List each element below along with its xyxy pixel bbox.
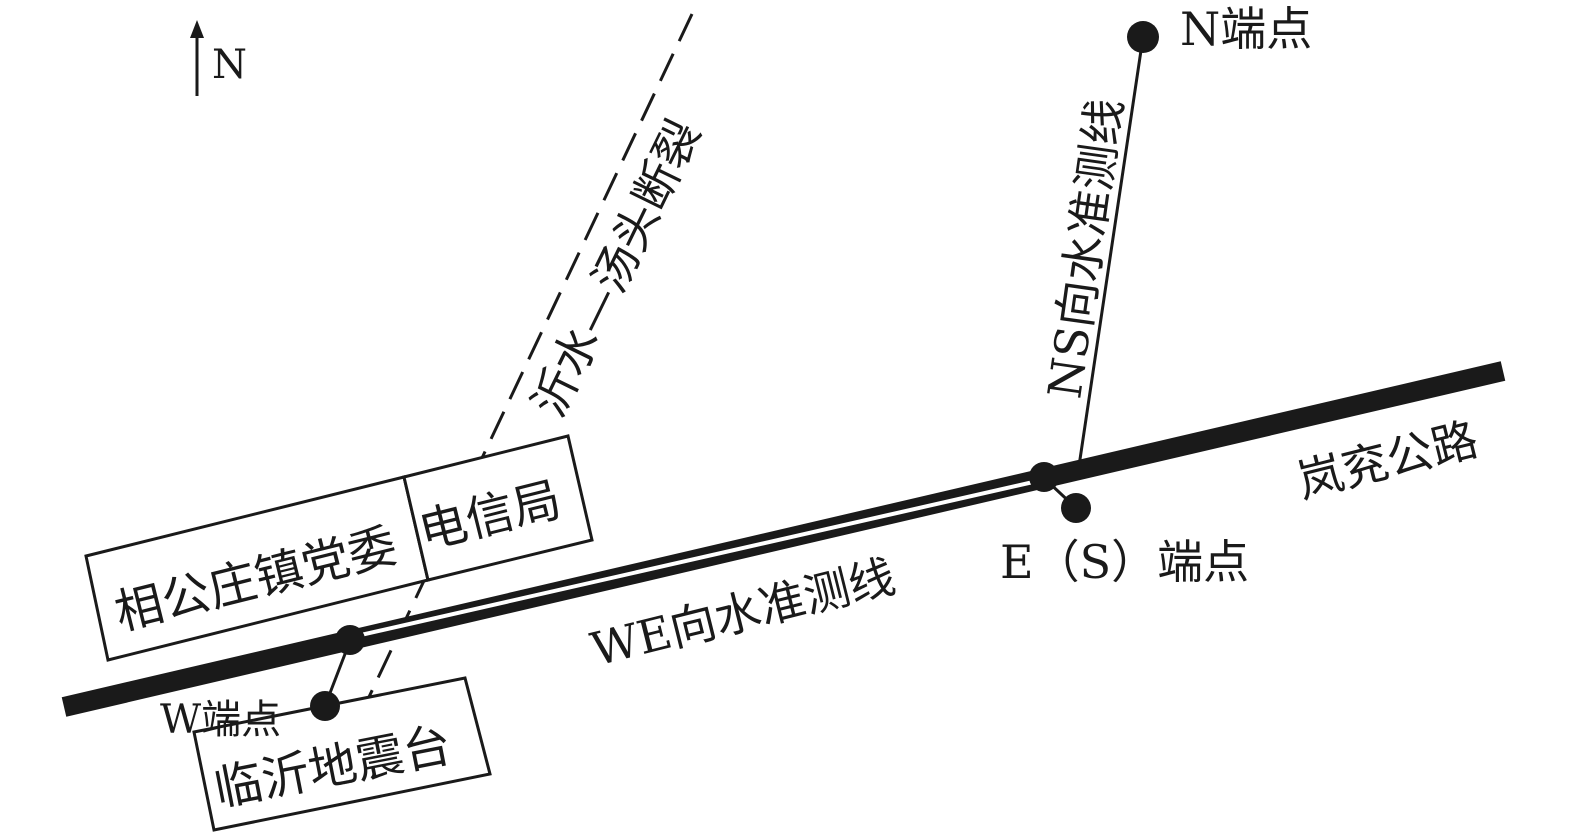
- we-leveling-line: [351, 478, 1043, 639]
- east-road-benchmark-dot: [1029, 462, 1059, 492]
- telecom-building: 电信局: [402, 434, 594, 582]
- north-label: N: [212, 42, 247, 88]
- west-endpoint-dot: [310, 691, 340, 721]
- ns-leveling-line: [1077, 36, 1145, 467]
- party-committee-building: 相公庄镇党委: [84, 475, 430, 662]
- west-endpoint-label: W端点: [160, 697, 281, 743]
- fault-label: 沂水—汤头断裂: [521, 112, 711, 425]
- west-road-benchmark-dot: [335, 625, 365, 655]
- north-endpoint-dot: [1127, 21, 1159, 53]
- north-endpoint-label: N端点: [1180, 2, 1312, 56]
- road-label: 岚兖公路: [1292, 412, 1484, 509]
- east-endpoint-label: E（S）端点: [1000, 535, 1249, 589]
- east-endpoint-dot: [1061, 493, 1091, 523]
- north-arrow-icon: [190, 20, 204, 96]
- ns-line-label: NS向水准测线: [1037, 95, 1132, 401]
